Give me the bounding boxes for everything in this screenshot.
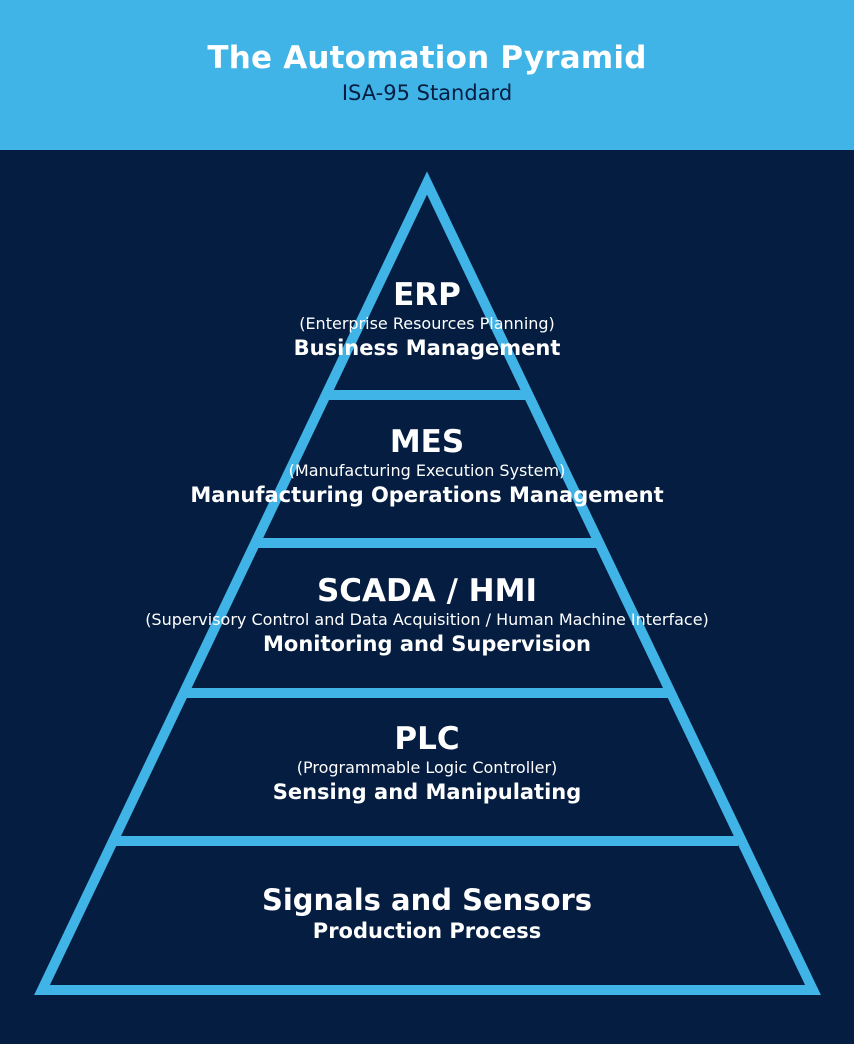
tier-plc: PLC (Programmable Logic Controller) Sens… — [0, 721, 854, 806]
tier-acronym: MES — [389, 424, 465, 460]
tier-function: Manufacturing Operations Management — [190, 483, 664, 507]
tier-function: Sensing and Manipulating — [272, 780, 582, 804]
tier-full-name: (Supervisory Control and Data Acquisitio… — [145, 610, 709, 629]
tier-full-name: (Programmable Logic Controller) — [296, 758, 558, 777]
tier-full-name: (Enterprise Resources Planning) — [299, 314, 555, 333]
header-banner: The Automation Pyramid ISA-95 Standard — [0, 0, 854, 150]
tier-scada-hmi: SCADA / HMI (Supervisory Control and Dat… — [0, 573, 854, 658]
tier-acronym: PLC — [394, 721, 460, 757]
tier-function: Production Process — [312, 919, 542, 943]
tier-mes: MES (Manufacturing Execution System) Man… — [0, 424, 854, 509]
tier-full-name: (Manufacturing Execution System) — [288, 461, 566, 480]
tier-signals-sensors: Signals and Sensors Production Process — [0, 883, 854, 945]
page-title: The Automation Pyramid — [207, 40, 647, 76]
tier-erp: ERP (Enterprise Resources Planning) Busi… — [0, 277, 854, 362]
tier-function: Monitoring and Supervision — [263, 632, 591, 656]
tier-acronym: SCADA / HMI — [316, 573, 538, 609]
page-subtitle: ISA-95 Standard — [341, 81, 513, 105]
tier-title: Signals and Sensors — [261, 883, 593, 917]
tier-acronym: ERP — [393, 277, 461, 313]
tier-function: Business Management — [293, 336, 561, 360]
pyramid-outline — [34, 171, 821, 995]
